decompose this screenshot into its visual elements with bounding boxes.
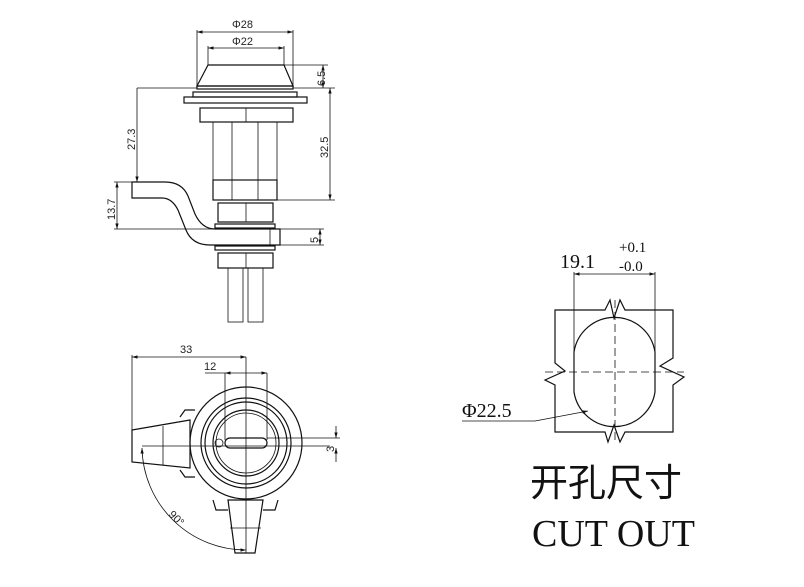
bottom-view: 33 12 3 90° bbox=[131, 344, 340, 554]
knob-body bbox=[196, 64, 294, 87]
knob-base bbox=[196, 85, 294, 90]
handle-left bbox=[131, 419, 191, 469]
side-view: Φ28 Φ22 6.5 27.3 32.5 13.7 5 bbox=[106, 19, 335, 323]
thread-bottom-left bbox=[227, 267, 244, 323]
hex-nut-mid bbox=[217, 202, 274, 223]
dim-cam-thickness: 5 bbox=[309, 237, 321, 243]
tolerance-minus: -0.0 bbox=[619, 259, 643, 275]
cam-washer-bottom bbox=[214, 245, 276, 251]
dim-flat-width: 19.1 bbox=[560, 251, 595, 273]
cutout-hole bbox=[573, 316, 656, 428]
handle-bottom bbox=[227, 499, 264, 554]
hex-nut-top bbox=[199, 107, 294, 123]
cutout-view: 19.1 +0.1 -0.0 Φ22.5 开孔尺寸 CUT OUT bbox=[462, 240, 695, 555]
dim-diameter: Φ22.5 bbox=[462, 400, 512, 422]
cam-washer-top bbox=[214, 223, 276, 229]
panel-outline bbox=[543, 298, 686, 444]
thread-bottom-right bbox=[247, 267, 264, 323]
serrated-washer bbox=[192, 91, 298, 98]
cutout-title-en: CUT OUT bbox=[532, 513, 695, 555]
cutout-title-cn: 开孔尺寸 bbox=[530, 461, 682, 505]
tolerance-plus: +0.1 bbox=[619, 240, 646, 256]
hex-nut-bottom bbox=[217, 252, 274, 269]
dim-cam-offset: 27.3 bbox=[126, 129, 138, 150]
dim-slot-width: 3 bbox=[325, 446, 337, 452]
thread-left bbox=[212, 121, 233, 181]
dim-cam-height: 13.7 bbox=[106, 199, 118, 220]
dim-outer-diameter: Φ28 bbox=[232, 19, 253, 31]
dim-handle-reach: 33 bbox=[180, 344, 192, 356]
dim-knob-height: 6.5 bbox=[316, 71, 328, 86]
shaft-end bbox=[212, 179, 278, 201]
washer bbox=[183, 96, 308, 104]
dim-rotation: 90° bbox=[166, 509, 186, 529]
thread-right bbox=[257, 121, 278, 181]
rotation-arc bbox=[140, 447, 247, 552]
dim-slot-length: 12 bbox=[204, 361, 216, 373]
dim-knob-diameter: Φ22 bbox=[232, 36, 253, 48]
dim-body-length: 32.5 bbox=[319, 137, 331, 158]
